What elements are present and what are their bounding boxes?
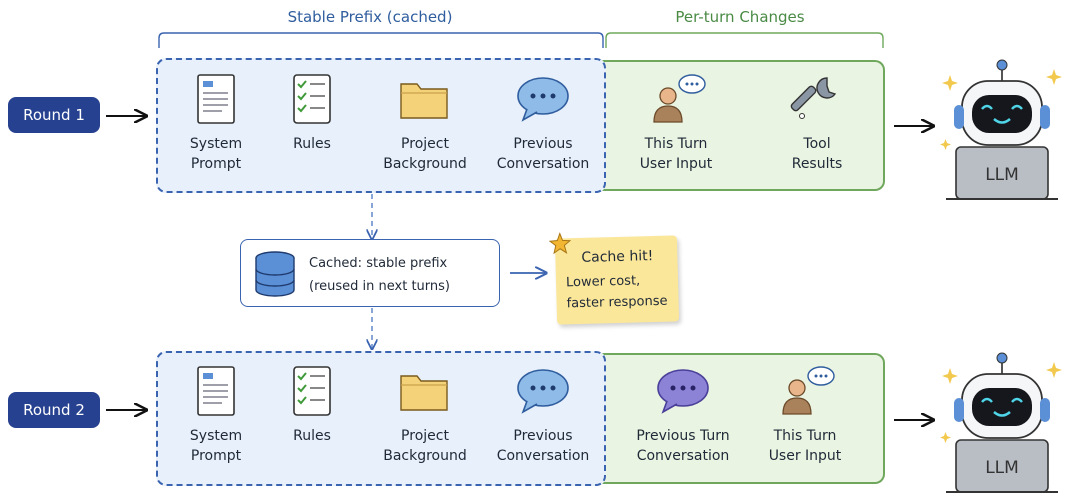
item-label: Rules [293, 428, 331, 444]
cache-hit-note: Cache hit! Lower cost, faster response [548, 232, 680, 325]
cache-line-2: (reused in next turns) [309, 279, 450, 294]
cache-line-1: Cached: stable prefix [309, 256, 448, 271]
item-label: Tool Results [791, 136, 843, 172]
item-label: Project Background [383, 136, 467, 172]
round-2-label: Round 2 [8, 392, 100, 428]
round-2-this-turn-user-input: This Turn User Input [745, 364, 865, 466]
checklist-icon [282, 364, 342, 420]
round-1-llm-robot [940, 55, 1070, 205]
chat-bubble-icon [513, 364, 573, 420]
stable-prefix-bracket [158, 32, 604, 48]
cache-box: Cached: stable prefix (reused in next tu… [240, 239, 500, 307]
star-icon [548, 232, 572, 259]
round-2-system-prompt: System Prompt [156, 364, 276, 466]
per-turn-bracket [605, 32, 884, 48]
stable-prefix-header: Stable Prefix (cached) [287, 8, 453, 26]
robot-icon [940, 59, 1062, 200]
round-2-previous-turn-conversation: Previous Turn Conversation [623, 364, 743, 466]
round-1-system-prompt: System Prompt [156, 72, 276, 174]
robot-icon [940, 352, 1062, 493]
round-1-llm-label: LLM [985, 165, 1019, 185]
database-icon [253, 250, 297, 304]
round-1-rules: Rules [252, 72, 372, 154]
document-icon [186, 72, 246, 128]
round-1-previous-conversation: Previous Conversation [483, 72, 603, 174]
item-label: This Turn User Input [768, 428, 842, 464]
folder-icon [395, 72, 455, 128]
item-label: This Turn User Input [639, 136, 713, 172]
checklist-icon [282, 72, 342, 128]
round-2-llm-robot [940, 348, 1070, 498]
round-2-previous-conversation: Previous Conversation [483, 364, 603, 466]
item-label: Rules [293, 136, 331, 152]
user-message-icon [775, 364, 835, 420]
document-icon [186, 364, 246, 420]
round-2-project-background: Project Background [365, 364, 485, 466]
folder-icon [395, 364, 455, 420]
chat-bubble-icon [513, 72, 573, 128]
item-label: System Prompt [189, 136, 243, 172]
round-1-per-turn-panel [600, 60, 885, 191]
round-1-project-background: Project Background [365, 72, 485, 174]
round-2-llm-label: LLM [985, 458, 1019, 478]
round-1-label: Round 1 [8, 97, 100, 133]
item-label: Previous Conversation [496, 136, 590, 172]
note-title: Cache hit! [581, 248, 654, 266]
user-message-icon [646, 72, 706, 128]
per-turn-header: Per-turn Changes [675, 8, 805, 26]
purple-chat-bubble-icon [653, 364, 713, 420]
wrench-icon [787, 72, 847, 128]
item-label: Project Background [383, 428, 467, 464]
note-body: Lower cost, faster response [565, 273, 668, 312]
round-1-tool-results: Tool Results [757, 72, 877, 174]
round-2-rules: Rules [252, 364, 372, 446]
round-1-this-turn-user-input: This Turn User Input [616, 72, 736, 174]
item-label: System Prompt [189, 428, 243, 464]
item-label: Previous Conversation [496, 428, 590, 464]
item-label: Previous Turn Conversation [636, 428, 730, 464]
round-2-per-turn-panel [600, 353, 885, 484]
